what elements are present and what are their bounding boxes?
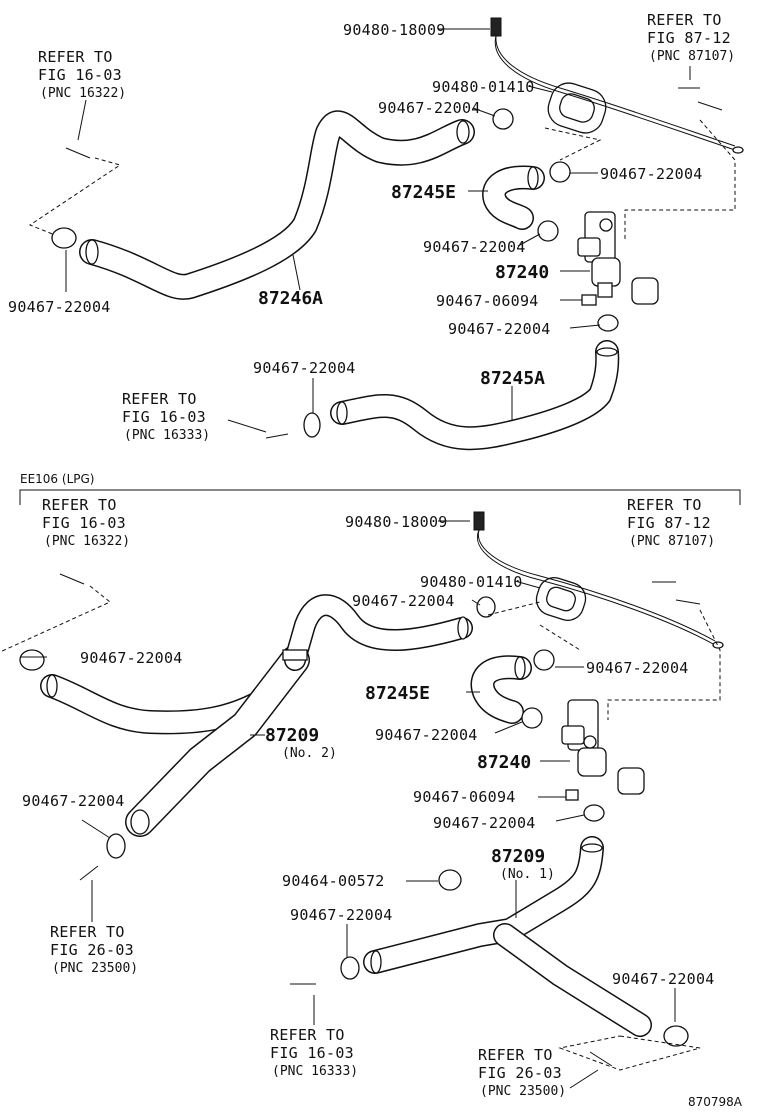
- label-clip-top: 90467-22004: [378, 99, 481, 117]
- refer-upper-16333: REFER TO FIG 16-03 (PNC 16333): [122, 390, 210, 443]
- label-clip-top: 90467-22004: [352, 592, 455, 610]
- label-hose-87209-no2: 87209: [265, 725, 319, 746]
- label-clip-tee: 90467-22004: [290, 906, 393, 924]
- hose-87209-no1: [363, 836, 652, 1037]
- label-plug: 90467-06094: [436, 292, 539, 310]
- refer-line3: (PNC 23500): [480, 1084, 566, 1099]
- upper-diagram: [28, 17, 744, 451]
- label-gasket: 90480-01410: [432, 78, 535, 96]
- hose-87246a: [79, 110, 475, 300]
- hose-87209-no2: [125, 594, 473, 837]
- label-no2: (No. 2): [282, 746, 337, 761]
- label-clip-bottom: 90467-22004: [448, 320, 551, 338]
- refer-line2: FIG 87-12: [647, 29, 731, 47]
- refer-line2: FIG 26-03: [50, 941, 134, 959]
- label-valve-87240: 87240: [495, 262, 549, 283]
- label-clip-lower: 90467-22004: [253, 359, 356, 377]
- refer-lower-87107: REFER TO FIG 87-12 (PNC 87107): [627, 496, 715, 549]
- hose-87245a: [330, 340, 620, 451]
- leader-lines-lower: [0, 520, 721, 1089]
- refer-line3: (PNC 87107): [629, 534, 715, 549]
- refer-line1: REFER TO: [627, 496, 702, 514]
- refer-line1: REFER TO: [42, 496, 117, 514]
- refer-upper-16322: REFER TO FIG 16-03 (PNC 16322): [38, 48, 126, 101]
- grommet-cable: [490, 17, 744, 154]
- refer-lower-16322: REFER TO FIG 16-03 (PNC 16322): [42, 496, 130, 549]
- label-hose-87245a: 87245A: [480, 368, 545, 389]
- label-clip-right: 90467-22004: [600, 165, 703, 183]
- lower-diagram: [0, 489, 741, 1089]
- refer-line1: REFER TO: [478, 1046, 553, 1064]
- refer-upper-87107: REFER TO FIG 87-12 (PNC 87107): [647, 11, 735, 64]
- refer-line2: FIG 87-12: [627, 514, 711, 532]
- refer-lower-23500-right: REFER TO FIG 26-03 (PNC 23500): [478, 1046, 566, 1099]
- label-hose-87246a: 87246A: [258, 288, 323, 309]
- label-hose-87245e: 87245E: [365, 683, 430, 704]
- label-clip-valve-bottom: 90467-22004: [433, 814, 536, 832]
- grommet-cable-lower: [473, 511, 724, 649]
- section-bracket: [19, 489, 741, 505]
- label-clip-left: 90467-22004: [80, 649, 183, 667]
- label-hose-87209-no1: 87209: [491, 846, 545, 867]
- refer-line3: (PNC 16322): [40, 86, 126, 101]
- label-clip-left: 90467-22004: [8, 298, 111, 316]
- lower-labels: EE106 (LPG) REFER TO FIG 16-03 (PNC 1632…: [20, 472, 743, 1109]
- label-grommet: 90480-18009: [345, 513, 448, 531]
- refer-line1: REFER TO: [270, 1026, 345, 1044]
- label-clip-mid: 90467-22004: [375, 726, 478, 744]
- label-grommet: 90480-18009: [343, 21, 446, 39]
- label-clip-bottom-right: 90467-22004: [612, 970, 715, 988]
- upper-labels: REFER TO FIG 16-03 (PNC 16322) REFER TO …: [8, 11, 735, 443]
- refer-line2: FIG 16-03: [38, 66, 122, 84]
- gasket: [547, 82, 607, 134]
- refer-line3: (PNC 16333): [272, 1064, 358, 1079]
- section-title: EE106 (LPG): [20, 472, 94, 486]
- label-no1: (No. 1): [500, 867, 555, 882]
- refer-line3: (PNC 23500): [52, 961, 138, 976]
- figure-id: 870798A: [688, 1095, 743, 1109]
- label-clip-far-left: 90467-22004: [22, 792, 125, 810]
- refer-lower-23500-left: REFER TO FIG 26-03 (PNC 23500): [50, 923, 138, 976]
- refer-line2: FIG 16-03: [42, 514, 126, 532]
- label-valve-87240: 87240: [477, 752, 531, 773]
- refer-line1: REFER TO: [122, 390, 197, 408]
- refer-line3: (PNC 87107): [649, 49, 735, 64]
- label-clamp: 90464-00572: [282, 872, 385, 890]
- water-valve-87240-lower: [561, 699, 645, 795]
- refer-lower-16333: REFER TO FIG 16-03 (PNC 16333): [270, 1026, 358, 1079]
- label-clip-right: 90467-22004: [586, 659, 689, 677]
- clip-parts: [51, 108, 619, 438]
- label-hose-87245e: 87245E: [391, 182, 456, 203]
- refer-line1: REFER TO: [50, 923, 125, 941]
- refer-line3: (PNC 16322): [44, 534, 130, 549]
- clip-parts-lower: [19, 596, 689, 1047]
- leader-lines: [28, 28, 736, 433]
- refer-line2: FIG 26-03: [478, 1064, 562, 1082]
- hose-87245e: [482, 165, 545, 230]
- refer-line2: FIG 16-03: [122, 408, 206, 426]
- refer-line2: FIG 16-03: [270, 1044, 354, 1062]
- refer-line1: REFER TO: [38, 48, 113, 66]
- hose-87245e-lower: [470, 655, 532, 724]
- pipe-stubs: [65, 87, 723, 439]
- refer-line1: REFER TO: [647, 11, 722, 29]
- water-valve-87240: [577, 211, 659, 305]
- label-gasket: 90480-01410: [420, 573, 523, 591]
- refer-line3: (PNC 16333): [124, 428, 210, 443]
- gasket-lower: [535, 577, 587, 621]
- label-clip-mid: 90467-22004: [423, 238, 526, 256]
- label-plug: 90467-06094: [413, 788, 516, 806]
- pipe-stubs-lower: [59, 573, 701, 1067]
- hose-left-long: [40, 674, 272, 735]
